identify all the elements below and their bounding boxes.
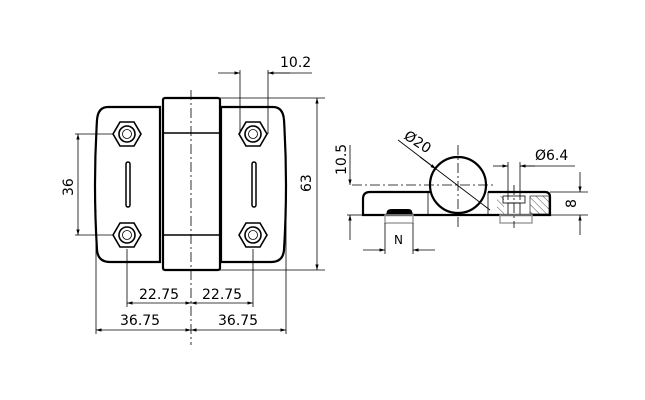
dim-width-right: 36.75 (218, 313, 258, 329)
dim-pin-offset: 10.2 (280, 55, 311, 71)
nut-left (386, 209, 413, 215)
dim-hole-spacing: 36 (61, 178, 77, 196)
side-view: 10.5 Ø20 Ø6.4 8 N (334, 128, 588, 254)
dim-height: 63 (299, 174, 315, 192)
front-view: 10.2 63 36 22.75 22.75 36.75 36.75 (61, 55, 325, 345)
side-plate (361, 190, 552, 217)
dim-axis-height: 10.5 (334, 144, 350, 175)
nut-outline-hidden (499, 214, 533, 224)
slot-right (251, 161, 257, 208)
dim-nut-width: N (394, 233, 403, 247)
dim-barrel-diameter: Ø20 (401, 128, 434, 157)
dim-width-left: 36.75 (120, 313, 160, 329)
dim-hole-diameter: Ø6.4 (535, 148, 568, 164)
dim-hole-left: 22.75 (139, 287, 179, 303)
hinge-barrel (161, 96, 222, 272)
hex-nut-top-right (238, 121, 268, 147)
right-leaf (219, 105, 288, 264)
slot-left (125, 161, 131, 208)
dim-hole-right: 22.75 (202, 287, 242, 303)
hex-nut-bottom-left (112, 222, 142, 248)
hex-nut-bottom-right (238, 222, 268, 248)
left-leaf (93, 105, 162, 264)
hatched-section (529, 195, 550, 215)
hex-nut-top-left (112, 121, 142, 147)
dim-thickness: 8 (564, 199, 580, 208)
